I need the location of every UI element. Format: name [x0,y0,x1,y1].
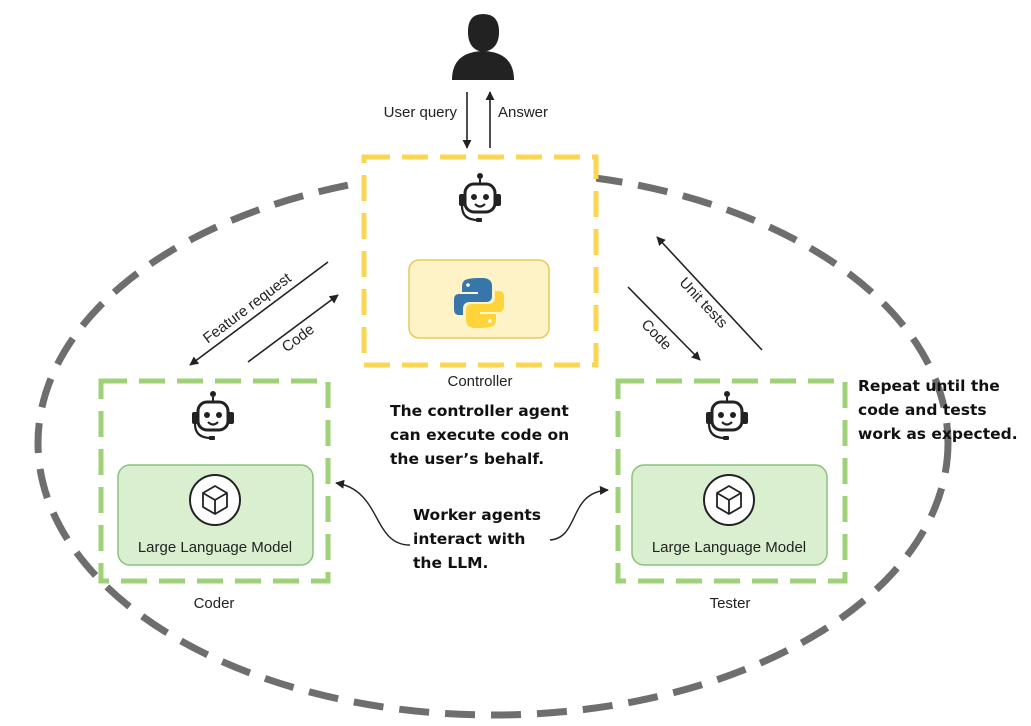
controller-note: The controller agent can execute code on… [390,402,569,468]
controller-note-line-3: the user’s behalf. [390,450,544,468]
tester-label: Tester [710,595,751,612]
code-to-controller-arrow [247,294,339,363]
controller-label: Controller [447,373,512,390]
repeat-note: Repeat until the code and tests work as … [858,377,1018,443]
repeat-note-line-3: work as expected. [858,425,1018,443]
code-to-controller-label: Code [279,321,318,356]
feature-request-label: Feature request [200,269,295,347]
coder-llm-cube-icon [189,474,241,526]
code-to-tester-arrow [627,286,701,361]
tester-llm-label: Large Language Model [652,539,806,556]
controller-note-line-2: can execute code on [390,426,569,444]
repeat-note-line-2: code and tests [858,401,987,419]
workers-to-coder-llm-arrow [335,479,411,546]
unit-tests-arrow [656,236,763,351]
controller-note-line-1: The controller agent [390,402,569,420]
coder-label: Coder [194,595,235,612]
python-logo-icon [454,278,504,328]
unit-tests-label: Unit tests [676,274,731,331]
outer-boundary-ellipse [34,167,952,719]
tester-llm-cube-icon [703,474,755,526]
coder-llm-label: Large Language Model [138,539,292,556]
workers-to-tester-llm-arrow [549,485,609,541]
workers-note: Worker agents interact with the LLM. [413,506,541,572]
workers-note-line-1: Worker agents [413,506,541,524]
workers-note-line-3: the LLM. [413,554,488,572]
answer-label: Answer [498,104,548,121]
user-icon [452,14,514,80]
code-to-tester-label: Code [638,316,675,354]
workers-note-line-2: interact with [413,530,525,548]
feature-request-arrow [189,261,329,366]
user-query-label: User query [384,104,458,121]
repeat-note-line-1: Repeat until the [858,377,1000,395]
